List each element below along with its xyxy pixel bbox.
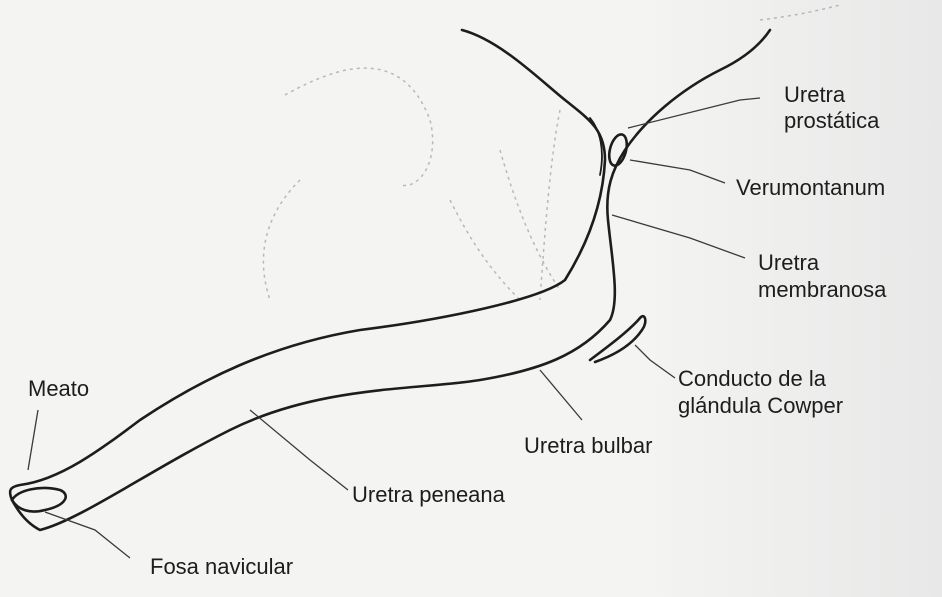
label-verumontanum: Verumontanum <box>736 175 885 201</box>
faint-sketch-curve-5 <box>450 200 520 300</box>
label-meato: Meato <box>28 376 89 402</box>
urethra-upper-contour <box>10 30 605 500</box>
leader-conducto-cowper <box>635 345 675 378</box>
urethra-lower-contour <box>12 30 770 530</box>
label-uretra-peneana: Uretra peneana <box>352 482 505 508</box>
leader-uretra-prostatica <box>628 98 760 128</box>
label-uretra-membranosa-line1: Uretra <box>758 250 819 276</box>
faint-sketch-curve-4 <box>500 150 560 290</box>
label-uretra-prostatica-line1: Uretra <box>784 82 845 108</box>
faint-sketch-curve-3 <box>540 110 560 300</box>
cowper-duct-shape <box>590 316 645 362</box>
label-uretra-bulbar: Uretra bulbar <box>524 433 652 459</box>
label-uretra-prostatica-line2: prostática <box>784 108 879 134</box>
leader-uretra-membranosa <box>612 215 745 258</box>
faint-sketch-curve-1 <box>285 68 433 185</box>
label-fosa-navicular: Fosa navicular <box>150 554 293 580</box>
leader-uretra-bulbar <box>540 370 582 420</box>
leader-uretra-peneana <box>250 410 348 490</box>
faint-sketch-curve-6 <box>760 5 840 20</box>
fossa-navicular-tip <box>12 488 66 511</box>
leader-verumontanum <box>630 160 725 183</box>
label-conducto-line2: glándula Cowper <box>678 393 843 419</box>
urethra-outline <box>10 30 770 530</box>
prostatic-inner-line <box>590 118 602 175</box>
faint-sketch-curve-2 <box>263 180 300 300</box>
label-conducto-line1: Conducto de la <box>678 366 826 392</box>
leader-fosa-navicular <box>45 512 130 558</box>
leader-meato <box>28 410 38 470</box>
label-uretra-membranosa-line2: membranosa <box>758 277 886 303</box>
